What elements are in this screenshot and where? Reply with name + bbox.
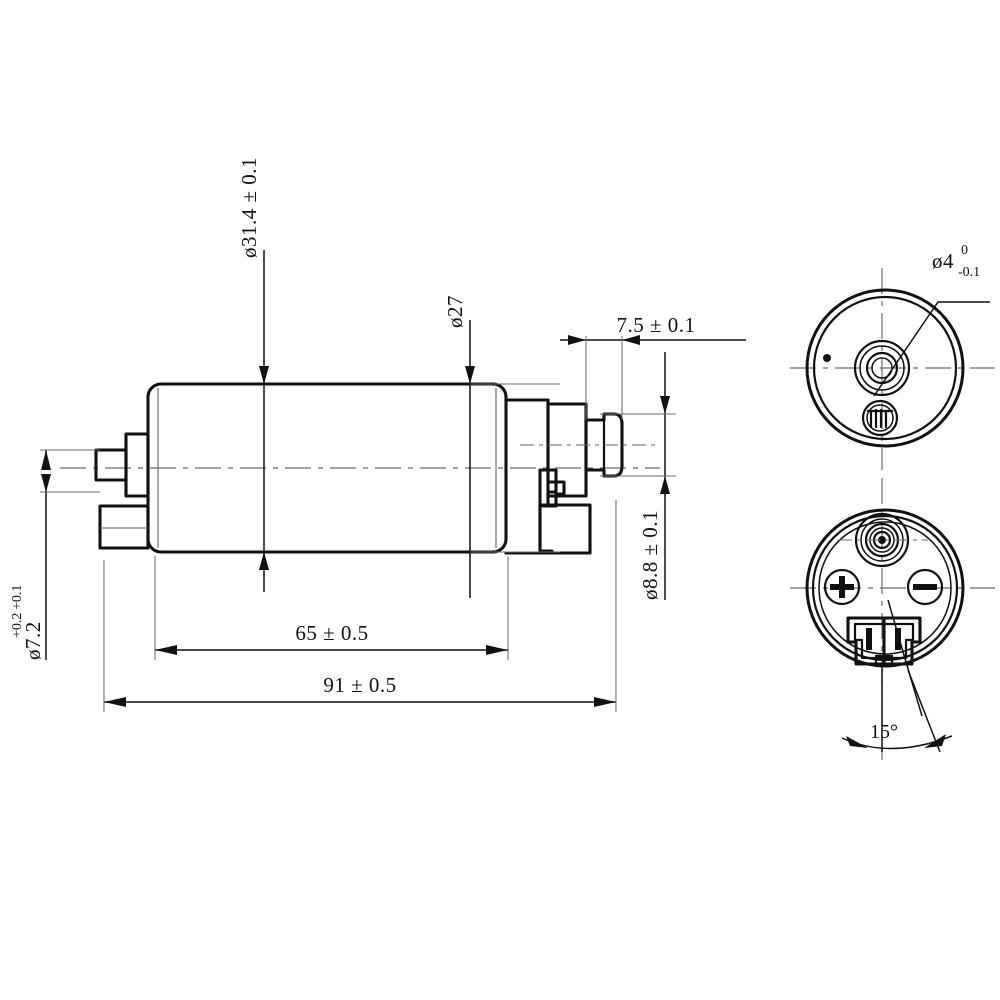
connector-housing-outline [846,616,922,666]
leader-line-angle [887,599,923,717]
outlet-boss-mid [859,345,905,391]
outlet-boss-seat [871,357,893,379]
dim-label-connector-angle: 15° [870,721,898,743]
angle-ref-slanted [907,669,941,753]
arrowhead-angle-left [846,736,868,748]
relief-port-screen [869,408,888,429]
dim-label-pin-hole-tol-lower: -0.1 [958,265,980,280]
negative-terminal-ring [906,568,944,606]
arrowhead-tip-left [568,335,586,345]
arrowhead-body-dia-top [259,366,269,384]
locating-dimple [823,354,831,362]
dim-label-tip-diameter: ø8.8 ± 0.1 [638,510,662,600]
dim-label-body-diameter: ø31.4 ± 0.1 [237,157,261,258]
connector-blade-right [895,628,901,650]
dim-label-pin-hole-tol-upper: 0 [961,243,968,258]
dimension-inlet-diameter: ø7.2 +0.2 +0.1 [10,449,100,660]
negative-terminal-bar [913,584,937,590]
arrowhead-65-left [155,645,177,655]
front-elevation-view: ø31.4 ± 0.1 ø27 ø7.2 +0.2 +0.1 [10,157,746,712]
arrowhead-65-right [486,645,508,655]
relief-port-inner [866,404,894,432]
dimension-tip-length: 7.5 ± 0.1 [560,313,746,420]
secondary-port [98,504,150,550]
outlet-end-inner-rim [812,295,958,441]
dim-label-body-length: 65 ± 0.5 [295,621,368,645]
inlet-flange [124,432,150,498]
dimension-body-length: 65 ± 0.5 [154,556,509,660]
electrical-connector-body [538,503,592,555]
arrowhead-tip-right [622,335,640,345]
dimension-body-diameter: ø31.4 ± 0.1 [237,157,269,592]
outlet-end-view: ø4 0 -0.1 [790,243,995,470]
dim-label-pin-hole: ø4 [932,249,954,273]
connector-latch [874,654,894,668]
positive-terminal-ring [823,568,861,606]
leader-line-pin-hole [873,301,990,397]
outlet-retainer-lug [538,468,566,508]
connector-blade-left [866,628,872,650]
dim-label-tip-length: 7.5 ± 0.1 [616,313,695,337]
arrowhead-91-left [104,697,126,707]
dim-label-inlet-diameter: ø7.2 [21,621,45,660]
arrowhead-angle-right [924,734,946,748]
inlet-nipple [94,448,128,482]
outlet-end-outer-circle [805,288,965,448]
inlet-nipple-bore [878,536,886,544]
arrowhead-inlet-dia-bottom [41,474,51,492]
arrowhead-body-dia-bottom [259,552,269,570]
arrowhead-91-right [594,697,616,707]
dim-label-overall-length: 91 ± 0.5 [323,673,396,697]
dim-label-shoulder-diameter: ø27 [443,295,467,328]
relief-port-outer [861,399,899,437]
arrowhead-tip-dia-bottom [660,476,670,494]
dimension-overall-length: 91 ± 0.5 [103,500,617,712]
outlet-boss-outer [853,339,911,397]
dimension-shoulder-diameter: ø27 [443,295,560,598]
dim-label-inlet-tol-lower: +0.1 [10,585,25,610]
inlet-end-view: 15° [790,478,995,760]
dimension-tip-diameter: ø8.8 ± 0.1 [600,352,676,600]
dimension-connector-angle: 15° [841,664,953,753]
dim-label-inlet-tol-upper: +0.2 [10,613,25,638]
connector-housing-inner [853,622,915,660]
arrowhead-shoulder-dia [465,366,475,384]
positive-terminal-bar-v [839,576,845,598]
arrowhead-tip-dia-top [660,396,670,414]
